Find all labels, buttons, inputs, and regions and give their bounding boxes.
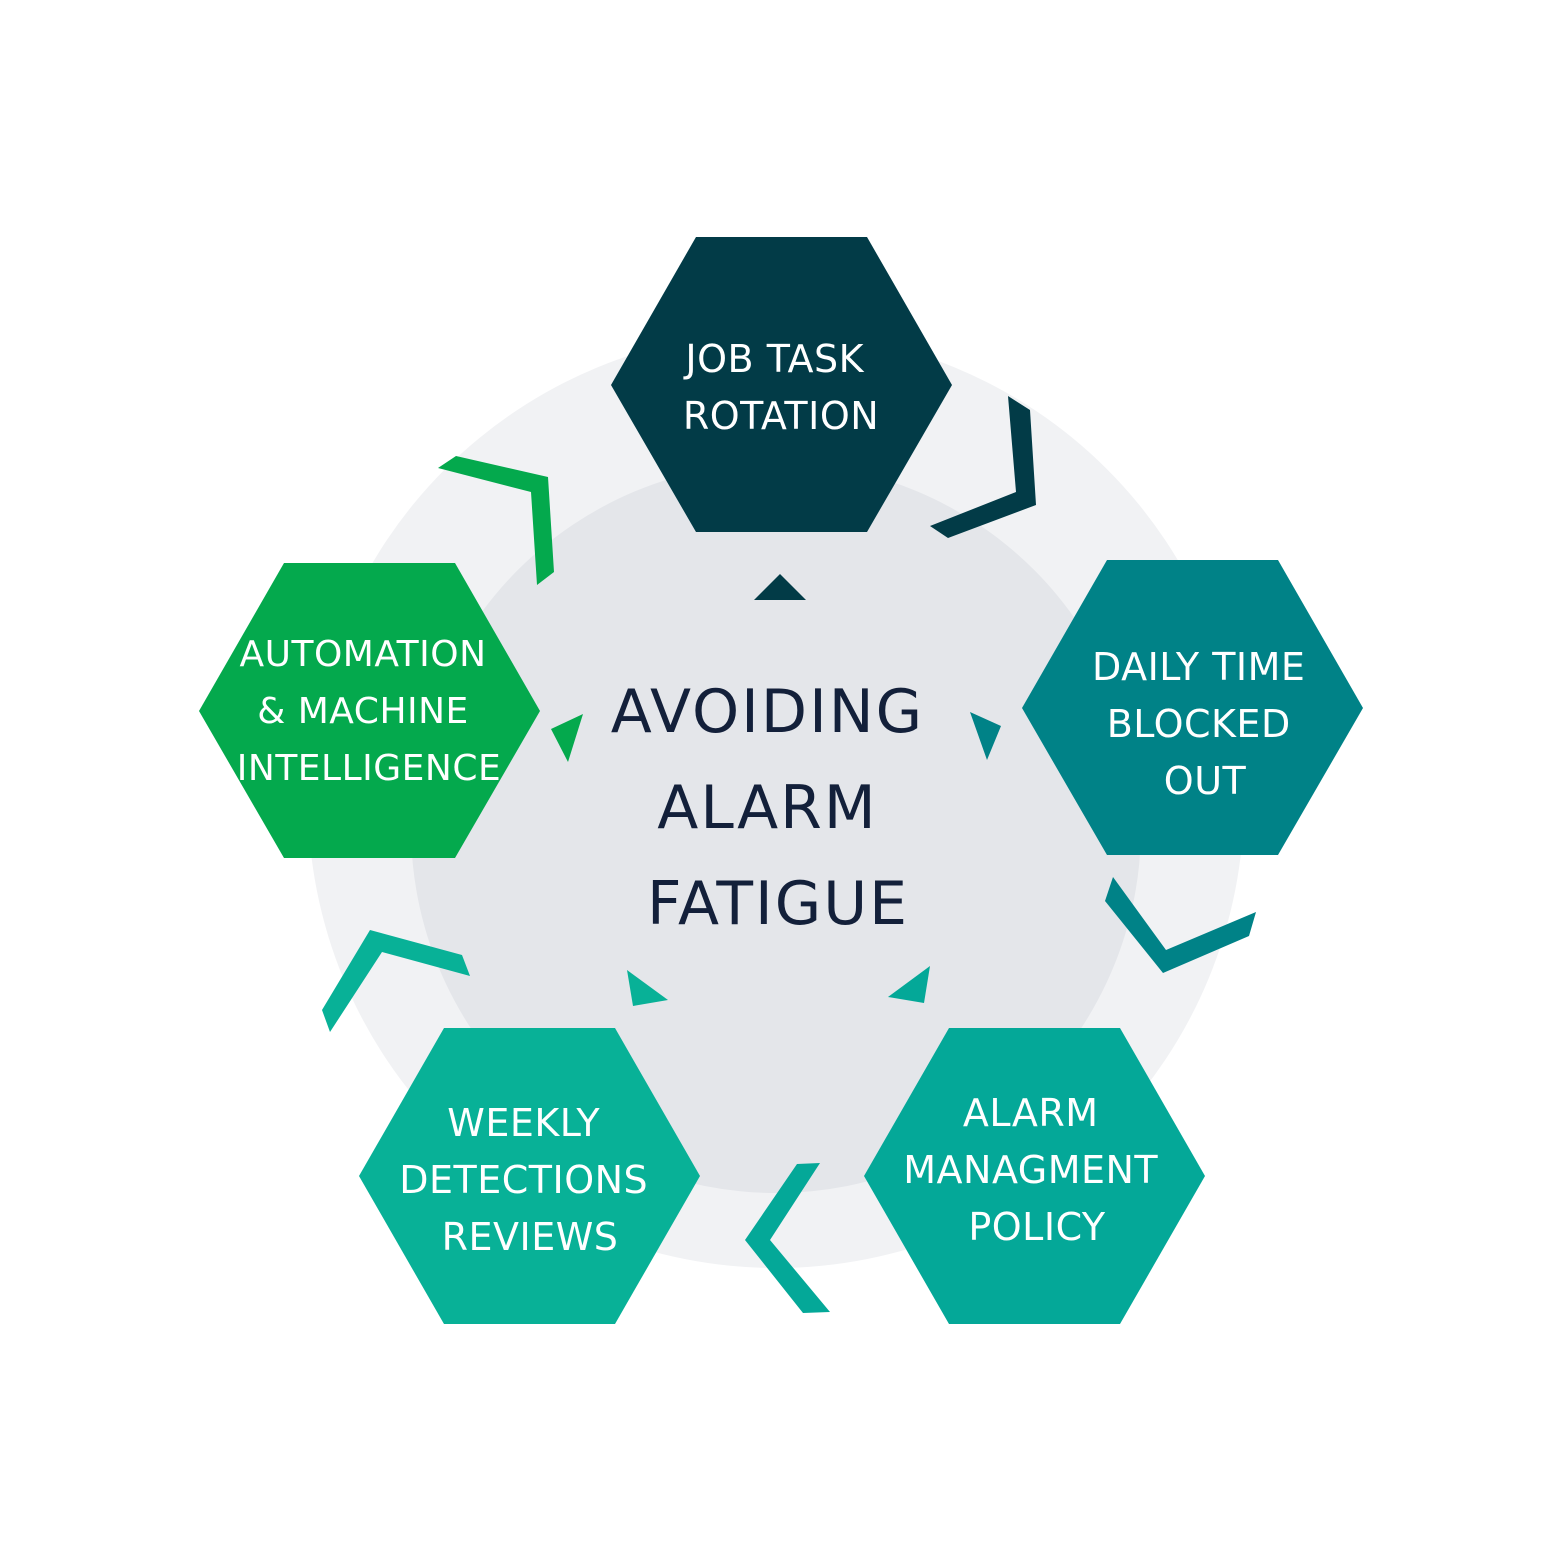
inner-circle	[411, 463, 1141, 1193]
step-daily-time-blocked-out: DAILY TIME BLOCKED OUT	[1022, 560, 1363, 855]
svg-text:AUTOMATION & MACHINE: AUTOMATION & MACHINE INTELLIGENCE	[237, 634, 501, 789]
svg-text:DAILY TIME BLOCKED: DAILY TIME BLOCKED OUT	[1092, 645, 1318, 803]
connector-arrow-left	[322, 930, 470, 1032]
step-label-line: JOB TASK	[683, 337, 864, 381]
step-alarm-managment-policy: ALARM MANAGMENT POLICY	[864, 1028, 1205, 1324]
step-automation-machine-intelligence: AUTOMATION & MACHINE INTELLIGENCE	[199, 563, 540, 858]
svg-text:ALARM MANAGMENT PO: ALARM MANAGMENT POLICY	[903, 1091, 1171, 1249]
step-hexagon	[864, 1028, 1205, 1324]
step-label-line: ROTATION	[683, 394, 879, 438]
step-label-line: MANAGMENT	[903, 1148, 1158, 1192]
svg-text:JOB TASK ROTATION: JOB TASK ROTATION	[683, 337, 879, 438]
inner-pointer-bottom-right	[888, 966, 930, 1003]
svg-text:WEEKLY DETECTIONS: WEEKLY DETECTIONS REVIEWS	[399, 1101, 661, 1259]
step-hexagon	[1022, 560, 1363, 855]
step-label-line: BLOCKED	[1107, 702, 1291, 746]
step-hexagon	[359, 1028, 700, 1324]
step-weekly-detections-reviews: WEEKLY DETECTIONS REVIEWS	[359, 1028, 700, 1324]
center-title-line: FATIGUE	[647, 869, 909, 939]
step-hexagon	[199, 563, 540, 858]
connector-arrow-bottom	[745, 1163, 830, 1313]
step-hexagon	[611, 237, 952, 532]
step-label-line: WEEKLY	[447, 1101, 600, 1145]
connector-arrow-right	[1105, 877, 1256, 973]
center-title-line: ALARM	[657, 773, 877, 843]
connector-arrow-top-right	[930, 396, 1036, 538]
step-job-task-rotation: JOB TASK ROTATION	[611, 237, 952, 532]
step-label-line: DAILY TIME	[1092, 645, 1305, 689]
step-label-line: REVIEWS	[442, 1215, 619, 1259]
inner-pointer-bottom-left	[627, 970, 668, 1006]
step-label-line: AUTOMATION	[239, 634, 486, 675]
center-title: AVOIDING ALARM FATIGUE	[611, 677, 945, 939]
step-label-line: DETECTIONS	[399, 1158, 648, 1202]
inner-pointer-right	[970, 712, 1001, 760]
step-label-line: POLICY	[968, 1205, 1106, 1249]
connector-arrow-top-left	[438, 456, 554, 585]
step-label-line: ALARM	[963, 1091, 1099, 1135]
inner-pointer-top	[754, 574, 806, 600]
step-label-line: INTELLIGENCE	[237, 748, 501, 789]
step-label-line: OUT	[1164, 759, 1247, 803]
inner-pointer-left	[551, 714, 583, 762]
center-title-line: AVOIDING	[611, 677, 924, 747]
step-label-line: & MACHINE	[257, 691, 469, 732]
